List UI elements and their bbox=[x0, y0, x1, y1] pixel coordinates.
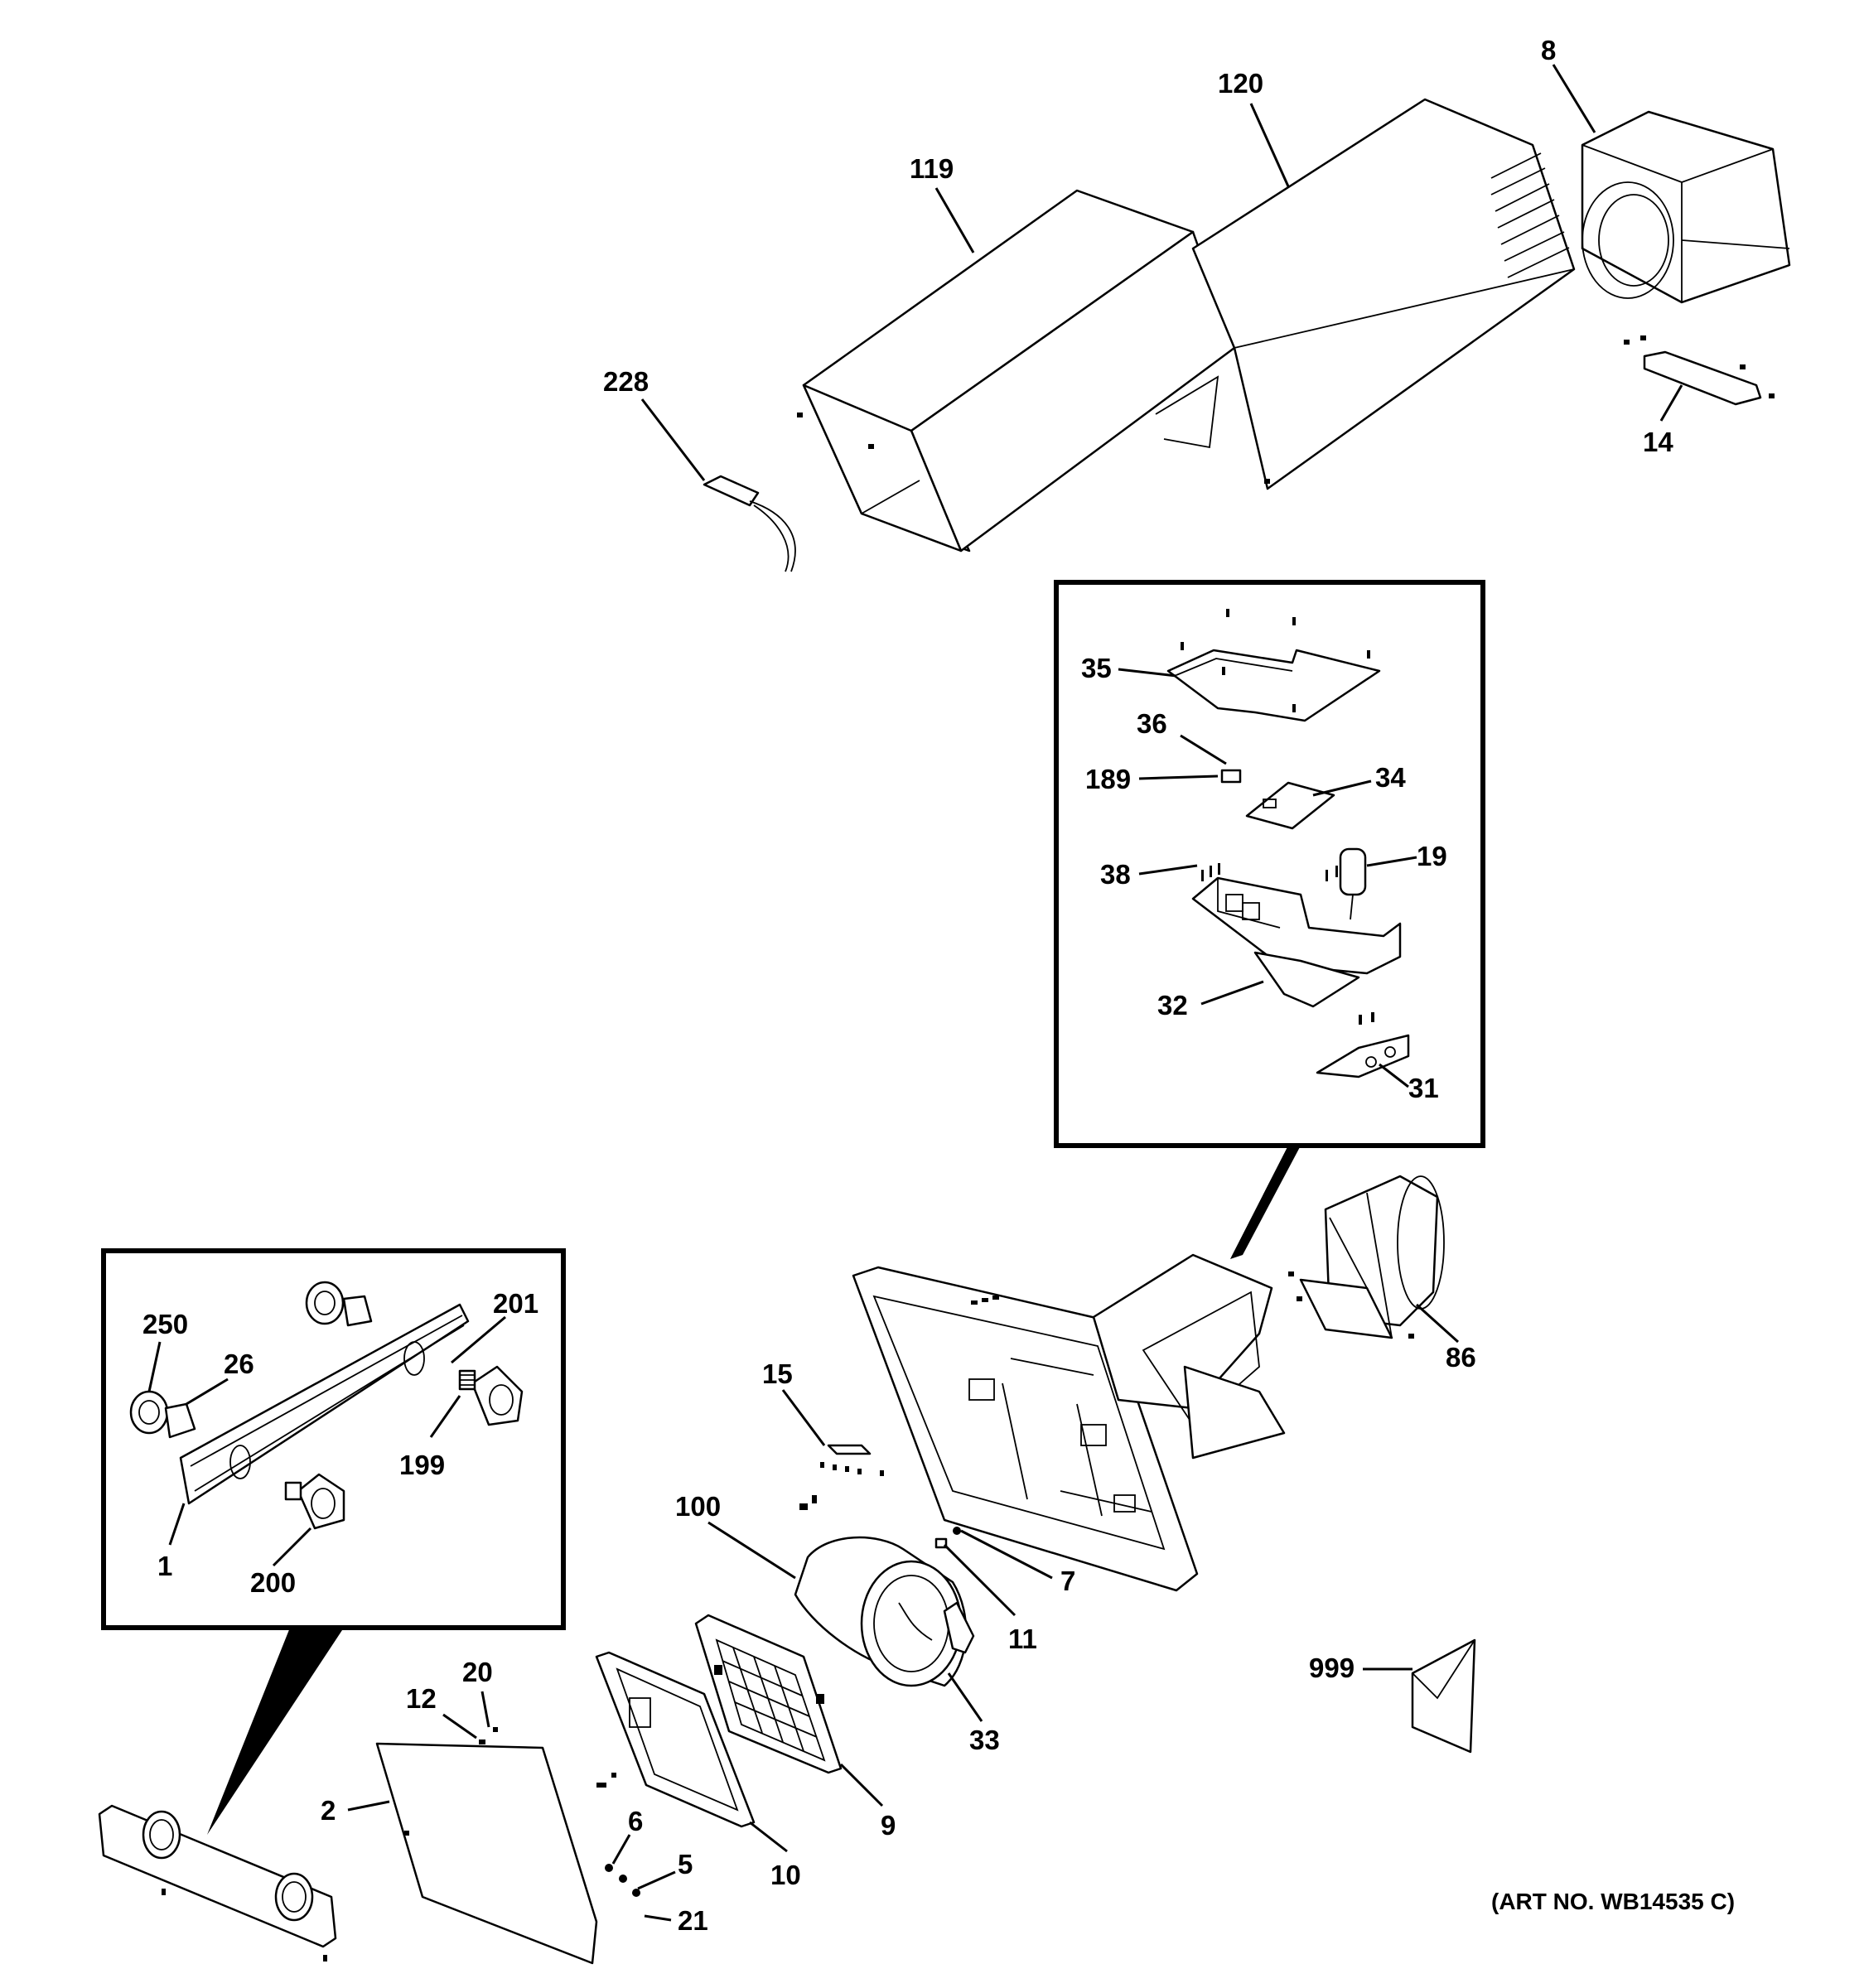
leader-lines bbox=[147, 64, 1683, 1922]
callout-119: 119 bbox=[910, 153, 954, 184]
callout-20: 20 bbox=[462, 1657, 493, 1687]
part-35-cover-plate bbox=[1166, 609, 1381, 722]
part-189-connector bbox=[1220, 769, 1242, 784]
callout-201: 201 bbox=[493, 1288, 538, 1319]
callout-7: 7 bbox=[1060, 1566, 1075, 1596]
callout-1: 1 bbox=[157, 1551, 172, 1581]
callout-19: 19 bbox=[1417, 841, 1447, 871]
callout-15: 15 bbox=[762, 1358, 793, 1389]
part-200-socket bbox=[284, 1473, 345, 1530]
part-9-filter-grid bbox=[694, 1614, 843, 1774]
part-119-duct-cover bbox=[797, 189, 1236, 552]
part-12-20-screws bbox=[479, 1727, 498, 1744]
callout-11: 11 bbox=[1008, 1624, 1037, 1654]
callout-14: 14 bbox=[1643, 427, 1673, 457]
vent-slots bbox=[1490, 152, 1570, 278]
part-5-6-21-fasteners bbox=[605, 1864, 640, 1897]
callout-86: 86 bbox=[1446, 1342, 1476, 1373]
part-120-duct-cover bbox=[1155, 98, 1576, 490]
callout-120: 120 bbox=[1218, 68, 1263, 99]
part-86-transition-duct bbox=[1288, 1175, 1445, 1339]
part-1-light-bracket bbox=[179, 1303, 470, 1505]
part-10-filter-frame bbox=[595, 1651, 756, 1828]
part-199-socket bbox=[471, 1365, 524, 1426]
callout-21: 21 bbox=[678, 1905, 708, 1936]
part-7-11-fastener bbox=[934, 1527, 961, 1549]
part-33-motor-bracket bbox=[943, 1601, 975, 1654]
part-2-front-panel bbox=[375, 1742, 598, 1965]
callout-8: 8 bbox=[1541, 35, 1556, 65]
callout-228: 228 bbox=[603, 366, 649, 397]
art-number: (ART NO. WB14535 C) bbox=[1491, 1889, 1735, 1914]
part-201-spring bbox=[458, 1369, 476, 1391]
part-228-power-cord bbox=[703, 475, 796, 572]
callout-250: 250 bbox=[142, 1309, 188, 1339]
part-100-blower bbox=[794, 1536, 968, 1687]
part-26-lamp bbox=[164, 1295, 373, 1439]
callout-labels: 8 120 119 14 228 35 36 189 34 38 19 32 3… bbox=[142, 35, 1673, 1936]
callout-26: 26 bbox=[224, 1349, 254, 1379]
callout-5: 5 bbox=[678, 1849, 693, 1879]
part-19-capacitor bbox=[1339, 847, 1367, 920]
part-34-board bbox=[1245, 781, 1335, 830]
part-999-manual bbox=[1411, 1638, 1476, 1754]
part-31-switch-bracket bbox=[1316, 1012, 1410, 1078]
control-box-inset bbox=[1054, 580, 1485, 1148]
callout-38: 38 bbox=[1100, 859, 1131, 890]
callout-31: 31 bbox=[1408, 1073, 1439, 1103]
callout-199: 199 bbox=[399, 1450, 445, 1480]
part-14-bracket bbox=[1624, 335, 1775, 406]
callout-12: 12 bbox=[406, 1683, 437, 1714]
callout-200: 200 bbox=[250, 1567, 296, 1598]
callout-35: 35 bbox=[1081, 653, 1112, 683]
callout-189: 189 bbox=[1085, 764, 1131, 794]
part-8-damper-housing bbox=[1581, 110, 1791, 304]
callout-33: 33 bbox=[969, 1725, 1000, 1755]
light-panel bbox=[98, 1804, 337, 1961]
callout-9: 9 bbox=[881, 1810, 896, 1841]
callout-100: 100 bbox=[675, 1491, 721, 1522]
callout-34: 34 bbox=[1375, 762, 1406, 793]
part-15-thermostat bbox=[799, 1444, 884, 1510]
callout-36: 36 bbox=[1137, 708, 1167, 739]
main-hood-body bbox=[852, 1253, 1286, 1592]
part-32-control-housing bbox=[1191, 863, 1402, 1008]
callout-32: 32 bbox=[1157, 990, 1188, 1021]
inset-pointer-lower bbox=[207, 1628, 344, 1835]
callout-6: 6 bbox=[628, 1806, 643, 1836]
callout-2: 2 bbox=[321, 1795, 336, 1826]
callout-10: 10 bbox=[770, 1860, 801, 1890]
callout-999: 999 bbox=[1309, 1653, 1355, 1683]
